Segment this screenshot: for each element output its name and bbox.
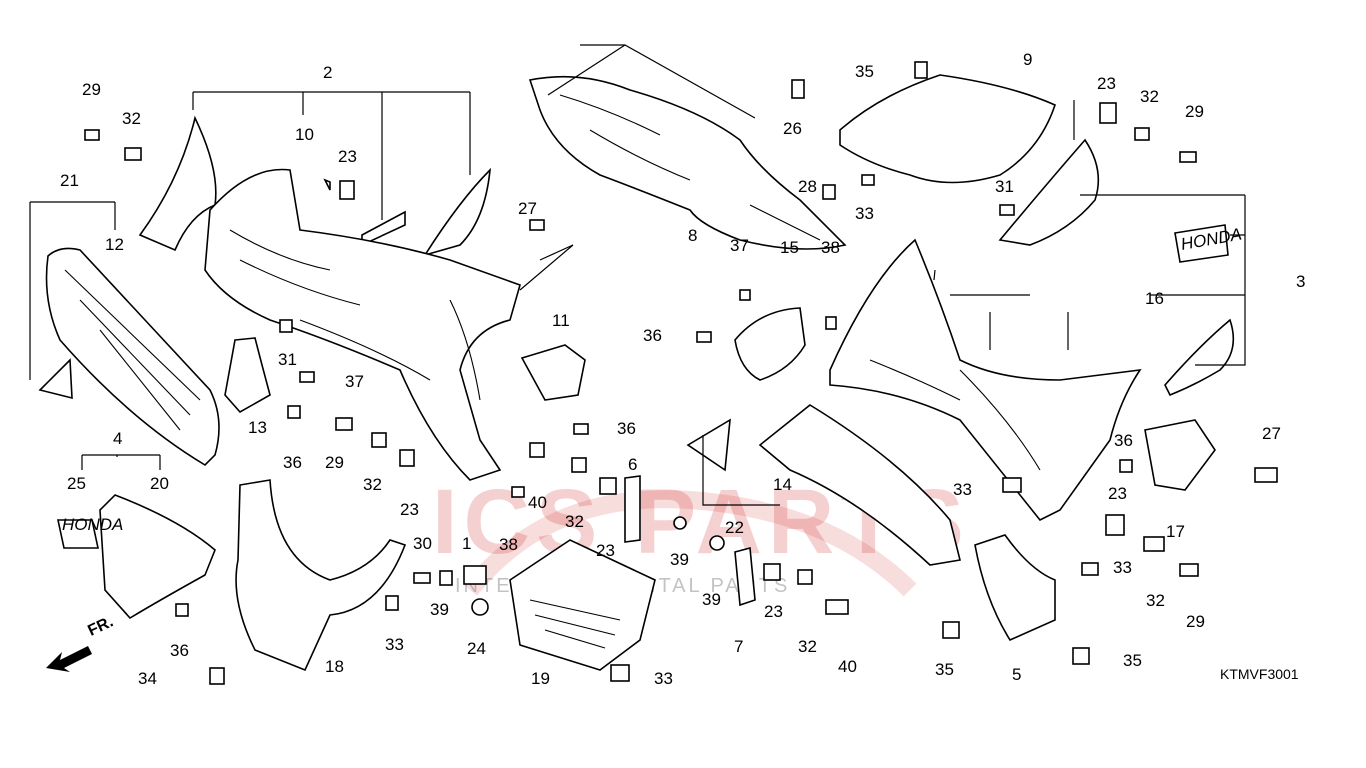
part-20-front-cover — [57, 494, 216, 620]
label-33d: 33 — [953, 480, 972, 499]
label-18: 18 — [325, 657, 344, 676]
front-arrow-icon — [46, 646, 92, 672]
label-35c: 35 — [1123, 651, 1142, 670]
label-32b: 32 — [363, 475, 382, 494]
label-32e: 32 — [1140, 87, 1159, 106]
label-6: 6 — [628, 455, 637, 474]
label-36b: 36 — [170, 641, 189, 660]
label-25: 25 — [67, 474, 86, 493]
part-21-panel — [38, 247, 220, 467]
part-11-grate — [520, 344, 586, 401]
label-23d: 23 — [764, 602, 783, 621]
label-26: 26 — [783, 119, 802, 138]
label-12: 12 — [105, 235, 124, 254]
label-1: 1 — [462, 534, 471, 553]
label-8: 8 — [688, 226, 697, 245]
label-39b: 39 — [670, 550, 689, 569]
label-33e: 33 — [1113, 558, 1132, 577]
label-35b: 35 — [935, 660, 954, 679]
part-17-small-grate — [1144, 419, 1216, 491]
label-32c: 32 — [565, 512, 584, 531]
label-17: 17 — [1166, 522, 1185, 541]
part-18-lower-cover — [235, 479, 407, 672]
label-23e: 23 — [1097, 74, 1116, 93]
label-5: 5 — [1012, 665, 1021, 684]
label-21: 21 — [60, 171, 79, 190]
part-3-top-trim — [998, 138, 1235, 397]
label-22: 22 — [725, 518, 744, 537]
label-7: 7 — [734, 637, 743, 656]
label-38a: 38 — [499, 535, 518, 554]
label-27a: 27 — [518, 199, 537, 218]
part-14-side-shroud — [686, 404, 961, 566]
label-38b: 38 — [821, 238, 840, 257]
label-3: 3 — [1296, 272, 1305, 291]
part-13-bracket — [224, 337, 271, 414]
label-15: 15 — [780, 238, 799, 257]
label-39c: 39 — [702, 590, 721, 609]
label-37a: 37 — [345, 372, 364, 391]
label-4: 4 — [113, 429, 122, 448]
label-28: 28 — [798, 177, 817, 196]
label-37b: 37 — [730, 236, 749, 255]
label-31b: 31 — [995, 177, 1014, 196]
label-40b: 40 — [838, 657, 857, 676]
label-2: 2 — [323, 63, 332, 82]
label-29a: 29 — [82, 80, 101, 99]
label-23f: 23 — [1108, 484, 1127, 503]
label-11: 11 — [552, 311, 570, 330]
part-7-bracket — [734, 546, 756, 607]
label-23b: 23 — [400, 500, 419, 519]
label-24: 24 — [467, 639, 486, 658]
drawing-code: KTMVF3001 — [1220, 666, 1299, 682]
label-36d: 36 — [643, 326, 662, 345]
label-33c: 33 — [855, 204, 874, 223]
label-23c: 23 — [596, 541, 615, 560]
label-29d: 29 — [1186, 612, 1205, 631]
part-16-right-shroud — [829, 238, 1142, 522]
leader-lines — [29, 44, 1246, 506]
part-9-upper-cover — [839, 74, 1056, 184]
label-14: 14 — [773, 475, 792, 494]
label-31a: 31 — [278, 350, 297, 369]
honda-small-badge-text: HONDA — [62, 515, 123, 534]
label-16: 16 — [1145, 289, 1164, 308]
label-10: 10 — [295, 125, 314, 144]
callout-labels: 2 10 23 29 32 21 12 31 37 13 36 29 32 23… — [60, 50, 1305, 688]
label-23a: 23 — [338, 147, 357, 166]
label-30: 30 — [413, 534, 432, 553]
label-32f: 32 — [1146, 591, 1165, 610]
label-36c: 36 — [617, 419, 636, 438]
part-15-cover — [734, 307, 806, 381]
watermark-logo-icon — [462, 490, 917, 597]
label-32a: 32 — [122, 109, 141, 128]
label-36e: 36 — [1114, 431, 1133, 450]
part-19-floor-grate — [509, 539, 656, 671]
label-33a: 33 — [385, 635, 404, 654]
label-39a: 39 — [430, 600, 449, 619]
label-34: 34 — [138, 669, 157, 688]
label-29b: 29 — [325, 453, 344, 472]
label-29c: 29 — [1185, 102, 1204, 121]
part-2-fragments — [138, 115, 492, 257]
label-19: 19 — [531, 669, 550, 688]
part-6-bracket — [624, 475, 641, 543]
part-8-center-cover — [528, 75, 847, 250]
fasteners — [84, 61, 1278, 685]
label-20: 20 — [150, 474, 169, 493]
part-5-bracket — [974, 534, 1056, 642]
label-13: 13 — [248, 418, 267, 437]
label-35a: 35 — [855, 62, 874, 81]
part-10-inner-shroud — [204, 168, 521, 481]
label-33b: 33 — [654, 669, 673, 688]
label-9: 9 — [1023, 50, 1032, 69]
label-36a: 36 — [283, 453, 302, 472]
label-27b: 27 — [1262, 424, 1281, 443]
label-32d: 32 — [798, 637, 817, 656]
label-40a: 40 — [528, 493, 547, 512]
